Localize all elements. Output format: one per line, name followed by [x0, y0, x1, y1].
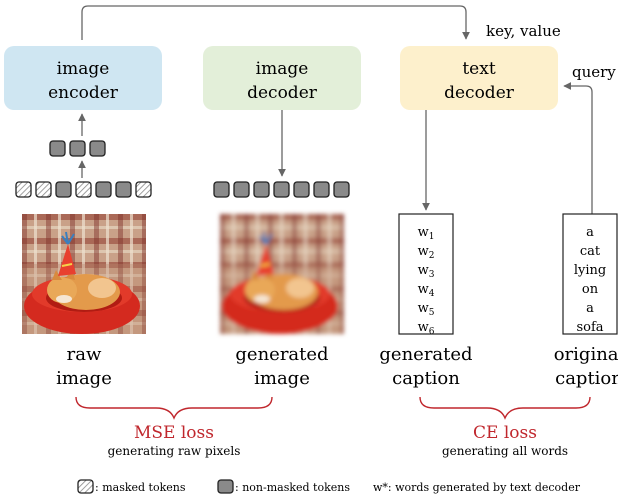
decoded-tokens	[213, 181, 350, 198]
text-decoder-label-2: decoder	[444, 83, 515, 103]
legend-nonmasked-label: : non-masked tokens	[235, 481, 350, 494]
caption-word: w5	[418, 301, 435, 318]
image-encoder-label-2: encoder	[48, 83, 119, 103]
masked-token	[75, 181, 92, 198]
mse-brace	[75, 396, 273, 420]
query-arrow	[563, 82, 593, 214]
nonmasked-token	[95, 181, 112, 198]
nonmasked-token	[233, 181, 250, 198]
masked-token	[15, 181, 32, 198]
generated-image	[219, 213, 345, 335]
legend-words-label: w*: words generated by text decoder	[373, 481, 581, 494]
caption-word: w4	[418, 282, 435, 299]
nonmasked-token	[313, 181, 330, 198]
caption-word: cat	[580, 244, 601, 259]
text-decoder-block: text decoder	[400, 46, 558, 110]
caption-word: w3	[418, 263, 435, 280]
generated-image-label-1: generated	[235, 344, 328, 365]
image-decoder-block: image decoder	[203, 46, 361, 110]
input-tokens	[15, 181, 152, 198]
ce-loss-desc: generating all words	[442, 444, 568, 458]
raw-image-label-1: raw	[67, 344, 102, 365]
caption-word: w1	[418, 225, 435, 242]
text-decoder-label-1: text	[462, 59, 495, 79]
image-encoder-label-1: image	[57, 59, 110, 79]
caption-word: w6	[418, 320, 435, 337]
image-decoder-label-1: image	[256, 59, 309, 79]
key-value-arrow	[81, 5, 470, 40]
image-decoder-label-2: decoder	[247, 83, 318, 103]
nonmasked-token	[55, 181, 72, 198]
nonmasked-token	[49, 140, 66, 157]
ce-loss-title: CE loss	[473, 423, 537, 443]
caption-word: sofa	[576, 320, 603, 335]
legend-masked-label: : masked tokens	[95, 481, 186, 494]
encoded-tokens	[49, 140, 106, 157]
key-value-label: key, value	[486, 22, 561, 40]
caption-word: a	[586, 225, 594, 240]
nonmasked-token	[213, 181, 230, 198]
nonmasked-token	[253, 181, 270, 198]
caption-word: on	[582, 282, 599, 297]
generated-caption-label-2: caption	[392, 368, 460, 389]
original-caption-box	[562, 213, 618, 335]
caption-word: lying	[574, 263, 606, 278]
nonmasked-token	[273, 181, 290, 198]
nonmasked-token	[69, 140, 86, 157]
legend-masked-swatch	[77, 479, 94, 494]
ce-brace	[419, 396, 591, 420]
original-caption-label-1: original	[554, 344, 618, 365]
generated-caption-label-1: generated	[379, 344, 472, 365]
generated-image-label-2: image	[254, 368, 310, 389]
mse-loss-desc: generating raw pixels	[108, 444, 241, 458]
masked-token	[35, 181, 52, 198]
caption-word: w2	[418, 244, 435, 261]
generated-caption-box	[398, 213, 454, 335]
caption-word: a	[586, 301, 594, 316]
nonmasked-token	[89, 140, 106, 157]
nonmasked-token	[115, 181, 132, 198]
original-caption-label-2: caption	[555, 368, 618, 389]
mse-loss-title: MSE loss	[134, 423, 214, 443]
raw-image-label-2: image	[56, 368, 112, 389]
image-encoder-block: image encoder	[4, 46, 162, 110]
masked-token	[135, 181, 152, 198]
raw-image	[21, 213, 147, 335]
nonmasked-token	[293, 181, 310, 198]
nonmasked-token	[333, 181, 350, 198]
legend-nonmasked-swatch	[217, 479, 234, 494]
query-label: query	[572, 63, 616, 81]
